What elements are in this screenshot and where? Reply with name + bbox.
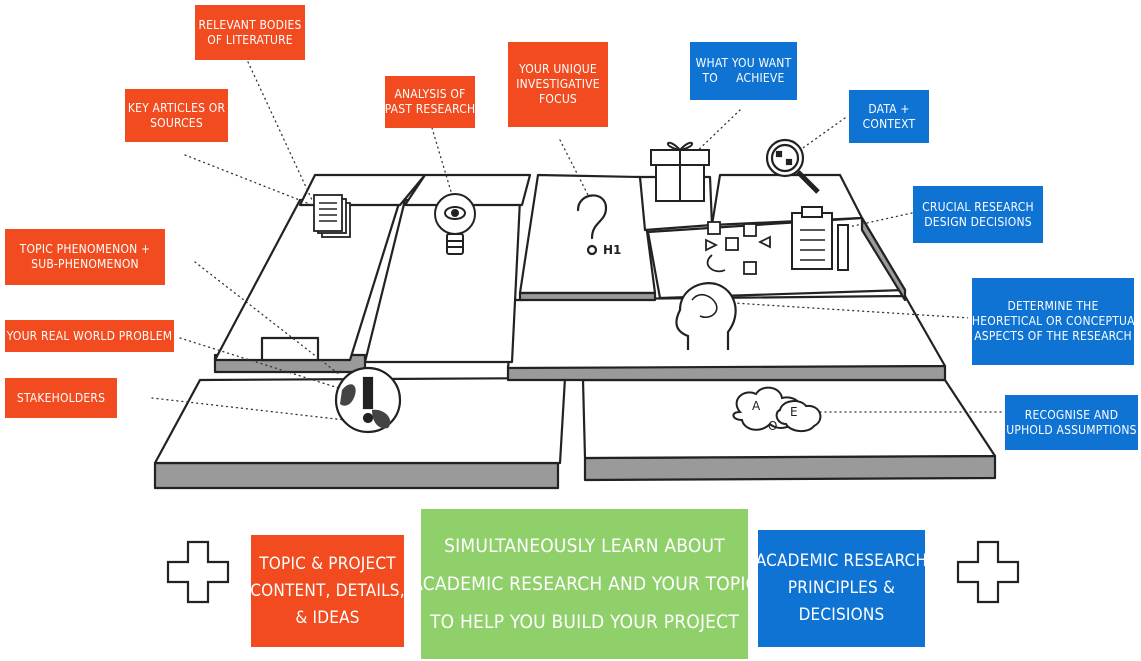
label-analysis-past: Analysis ofpast research — [385, 76, 475, 128]
assumption-o: O — [768, 419, 777, 433]
leader-data — [800, 118, 845, 150]
h1-label: H1 — [603, 243, 621, 257]
plus-left-icon — [168, 542, 228, 602]
label-what-achieve: What you wantto achieve — [690, 42, 797, 100]
assumption-a: A — [752, 399, 761, 413]
gift-icon — [651, 143, 709, 201]
label-theoretical: Determine thetheoretical or conceptualas… — [972, 278, 1134, 365]
assumption-e: E — [790, 405, 798, 419]
tile-notch — [262, 338, 318, 360]
label-real-world-problem: Your real world problem — [5, 320, 174, 352]
label-stakeholders: Stakeholders — [5, 378, 117, 418]
plus-right-icon — [958, 542, 1018, 602]
box-topic-project: Topic & Projectcontent, details,& ideas — [251, 535, 404, 647]
tile-data — [712, 175, 862, 225]
label-topic-phenomenon: Topic phenomenon +sub-phenomenon — [5, 229, 165, 285]
documents-icon — [314, 195, 350, 237]
globe-problem-icon — [336, 368, 400, 432]
label-relevant-bodies: Relevant bodiesof literature — [195, 5, 305, 60]
tile-focus-side — [520, 293, 655, 300]
box-simultaneously-learn: Simultaneously learn aboutacademic resea… — [421, 509, 748, 659]
label-design-decisions: crucial ResearchDesign decisions — [913, 186, 1043, 243]
slab-side-right — [585, 456, 995, 480]
label-key-articles: Key articles orsources — [125, 89, 228, 142]
label-assumptions: recognise anduphold assumptions — [1005, 395, 1138, 450]
tile-focus — [520, 175, 655, 293]
box-academic-research: Academic Researchprinciples &decisions — [758, 530, 925, 647]
leader-relevant-bodies — [248, 62, 312, 200]
slab-side-left — [155, 463, 558, 488]
label-data-context: Data +context — [849, 90, 929, 143]
label-unique-focus: Your uniqueinvestigativefocus — [508, 42, 608, 127]
